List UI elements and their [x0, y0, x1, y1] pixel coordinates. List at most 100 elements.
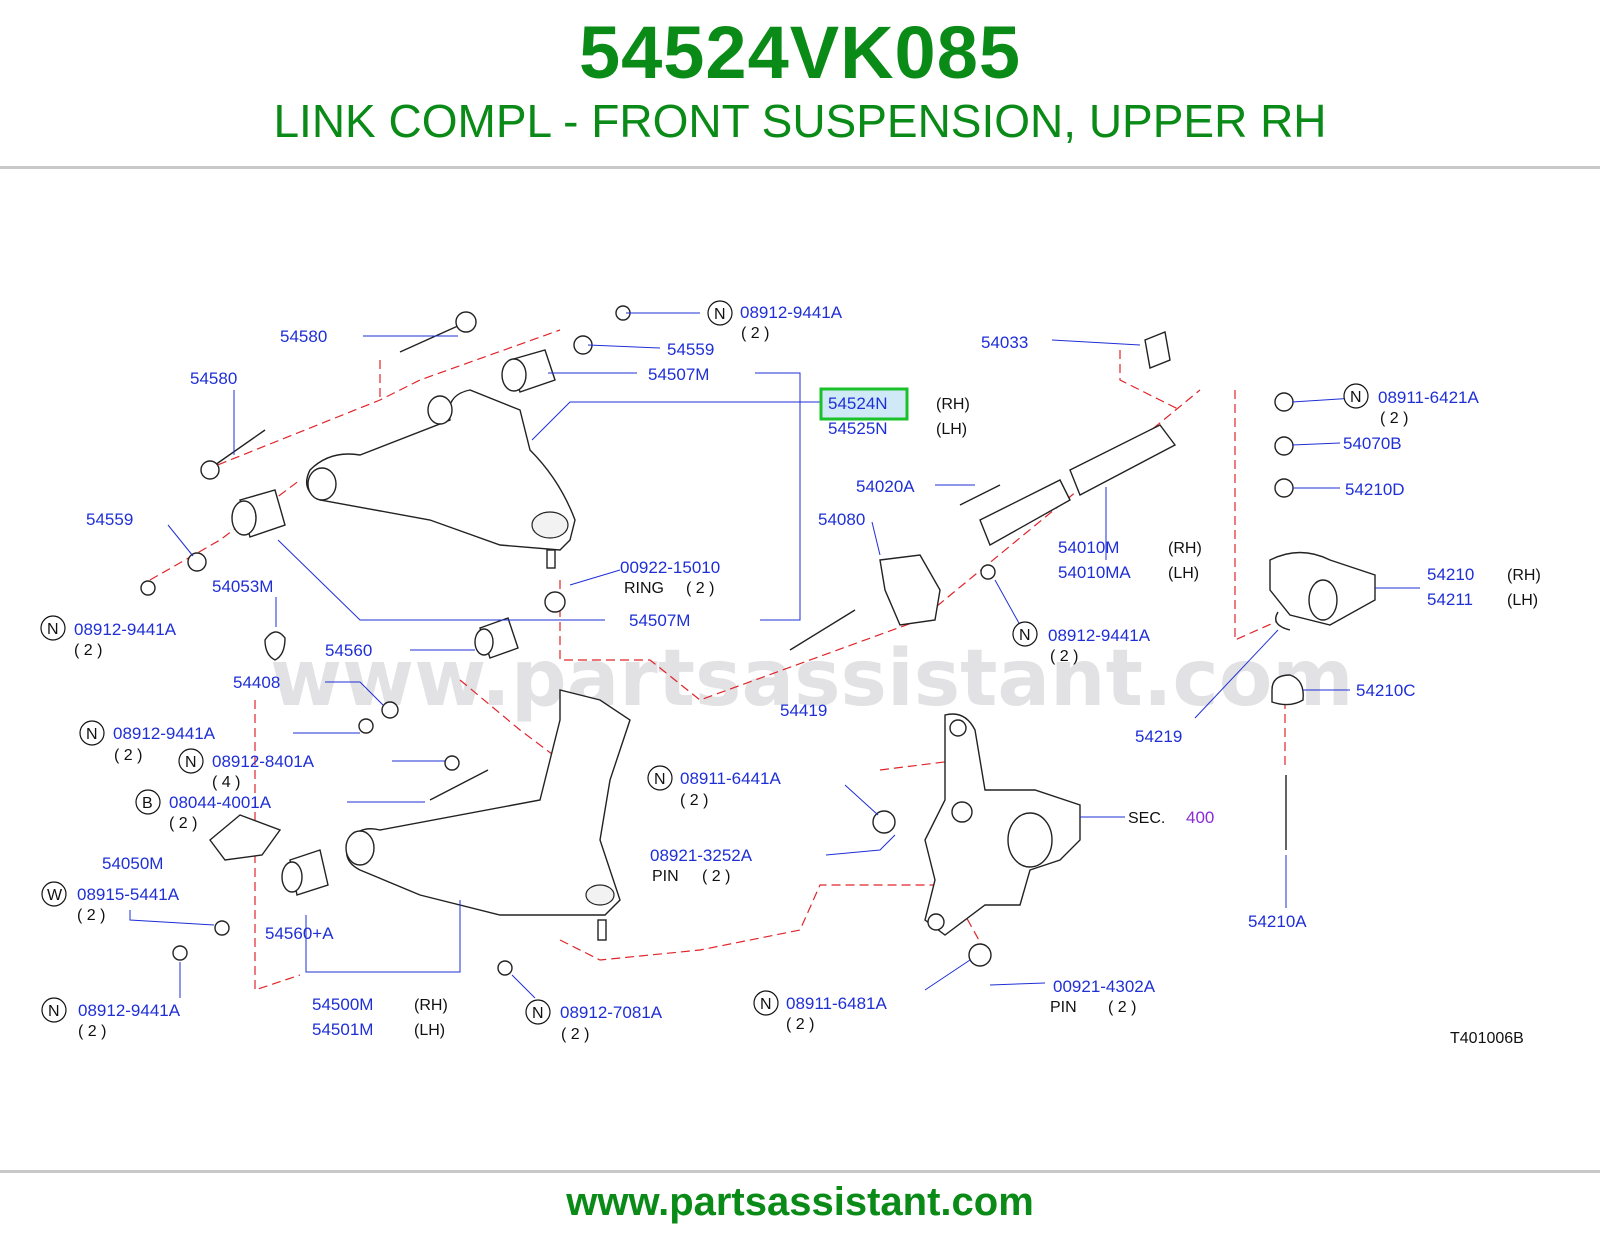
qty-pin-1: ( 2 )	[702, 868, 730, 885]
steering-knuckle	[924, 713, 1081, 936]
qty-6421A: ( 2 )	[1380, 410, 1408, 427]
label-ring: RING	[624, 580, 664, 597]
label-08915-5441A: 08915-5441A	[77, 885, 180, 904]
part-title: LINK COMPL - FRONT SUSPENSION, UPPER RH	[273, 95, 1327, 147]
label-54020A: 54020A	[856, 477, 915, 496]
qty-left: ( 2 )	[74, 642, 102, 659]
badge-c2: N	[1350, 389, 1362, 406]
label-54525N-lh: (LH)	[936, 421, 967, 438]
bump-stopper-54050M	[209, 814, 282, 861]
label-54580-top: 54580	[280, 327, 327, 346]
watermark: www.partsassistant.com	[270, 634, 1354, 724]
badge-c8: N	[654, 771, 666, 788]
label-54210: 54210	[1427, 565, 1474, 584]
qty-7081A: ( 2 )	[561, 1026, 589, 1043]
label-54010M: 54010M	[1058, 538, 1119, 557]
label-54524N: 54524N	[828, 394, 888, 413]
label-08912-9441A-top: 08912-9441A	[740, 303, 843, 322]
label-08912-8401A: 08912-8401A	[212, 752, 315, 771]
label-54210C: 54210C	[1356, 681, 1416, 700]
qty-mid: ( 2 )	[1050, 648, 1078, 665]
qty-top: ( 2 )	[741, 325, 769, 342]
qty-08044: ( 2 )	[169, 815, 197, 832]
anchor-arm-54080	[789, 554, 941, 651]
label-54525N: 54525N	[828, 419, 888, 438]
badge-c9: W	[47, 887, 63, 904]
bolt-54408	[429, 769, 489, 801]
badge-c6: N	[185, 754, 197, 771]
label-08912-9441A-left: 08912-9441A	[74, 620, 177, 639]
label-08912-9441A-bottom: 08912-9441A	[78, 1001, 181, 1020]
label-54507M-top: 54507M	[648, 365, 709, 384]
badge-c1: N	[714, 306, 726, 323]
qty-bottom: ( 2 )	[78, 1023, 106, 1040]
label-54524N-rh: (RH)	[936, 396, 970, 413]
anchor-54210	[1269, 551, 1376, 850]
part-number: 54524VK085	[578, 11, 1022, 94]
label-54033: 54033	[981, 333, 1028, 352]
bolt-54580-top	[399, 311, 477, 353]
badge-c5: N	[86, 726, 98, 743]
qty-08915: ( 2 )	[77, 907, 105, 924]
label-00922-15010: 00922-15010	[620, 558, 720, 577]
label-54210-rh: (RH)	[1507, 567, 1541, 584]
label-08912-9441A-l2: 08912-9441A	[113, 724, 216, 743]
label-08912-9441A-mid: 08912-9441A	[1048, 626, 1151, 645]
badge-c10: N	[48, 1003, 60, 1020]
label-54501M: 54501M	[312, 1020, 373, 1039]
label-54500M: 54500M	[312, 995, 373, 1014]
label-54219: 54219	[1135, 727, 1182, 746]
part-labels: 54580 54580 08912-9441A ( 2 ) 54559 5450…	[74, 303, 1541, 1047]
badge-c4: N	[1019, 627, 1031, 644]
small-hardware	[140, 305, 1294, 976]
badge-c7: B	[142, 795, 153, 812]
label-54211-lh: (LH)	[1507, 592, 1538, 609]
header-divider	[0, 166, 1600, 169]
label-sec: SEC.	[1128, 810, 1165, 827]
upper-link-arm	[306, 389, 576, 569]
label-54210D: 54210D	[1345, 480, 1405, 499]
label-pin-2: PIN	[1050, 999, 1077, 1016]
label-54010MA: 54010MA	[1058, 563, 1131, 582]
label-54210A: 54210A	[1248, 912, 1307, 931]
label-08911-6441A: 08911-6441A	[680, 769, 781, 788]
label-54580-left: 54580	[190, 369, 237, 388]
label-54507M-bottom: 54507M	[629, 611, 690, 630]
qty-l2: ( 2 )	[114, 747, 142, 764]
footer-divider	[0, 1170, 1600, 1173]
qty-6481A: ( 2 )	[786, 1016, 814, 1033]
highlight-box	[819, 387, 909, 421]
qty-8401A: ( 4 )	[212, 774, 240, 791]
label-00921-4302A: 00921-4302A	[1053, 977, 1156, 996]
label-54010M-rh: (RH)	[1168, 540, 1202, 557]
label-sec-number: 400	[1186, 808, 1214, 827]
bushing-54507M-bottom	[231, 489, 286, 538]
qty-6441A: ( 2 )	[680, 792, 708, 809]
label-54559-top: 54559	[667, 340, 714, 359]
label-54053M: 54053M	[212, 577, 273, 596]
bolt-54580-left	[200, 429, 266, 480]
label-54500M-rh: (RH)	[414, 997, 448, 1014]
bushing-54560	[474, 617, 519, 659]
label-54419: 54419	[780, 701, 827, 720]
label-54560A: 54560+A	[265, 924, 334, 943]
label-54501M-lh: (LH)	[414, 1022, 445, 1039]
qty-ring: ( 2 )	[686, 580, 714, 597]
bushing-54507M-top	[501, 349, 556, 393]
qty-pin-2: ( 2 )	[1108, 999, 1136, 1016]
label-08044-4001A: 08044-4001A	[169, 793, 272, 812]
footer-url[interactable]: www.partsassistant.com	[566, 1180, 1034, 1224]
label-54080: 54080	[818, 510, 865, 529]
badge-c11: N	[532, 1005, 544, 1022]
hardware-badges: N N N N N N B N W N N N	[40, 300, 1369, 1025]
label-08912-7081A: 08912-7081A	[560, 1003, 663, 1022]
badge-c3: N	[47, 621, 59, 638]
badge-c12: N	[760, 996, 772, 1013]
page-header: 54524VK085 LINK COMPL - FRONT SUSPENSION…	[0, 0, 1600, 168]
label-54560: 54560	[325, 641, 372, 660]
label-08911-6481A: 08911-6481A	[786, 994, 887, 1013]
label-54070B: 54070B	[1343, 434, 1402, 453]
label-08921-3252A: 08921-3252A	[650, 846, 753, 865]
label-54010MA-lh: (LH)	[1168, 565, 1199, 582]
